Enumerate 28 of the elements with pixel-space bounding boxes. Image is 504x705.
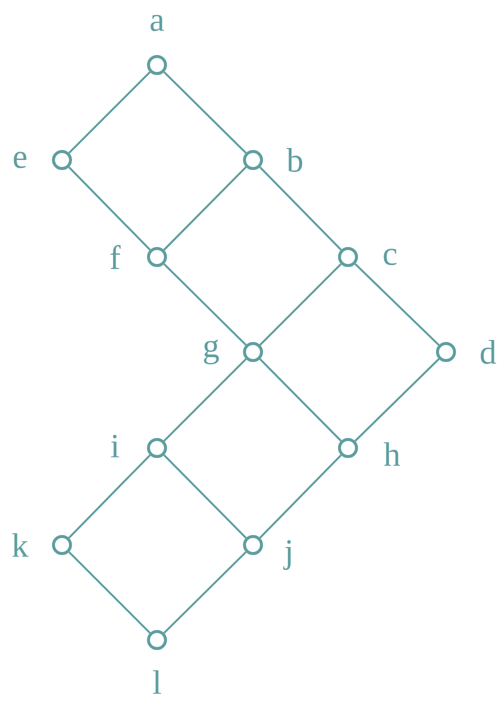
vertex-label: k	[12, 533, 28, 557]
vertex-label: d	[480, 340, 496, 364]
vertex-label: i	[111, 434, 120, 458]
edge-line	[68, 166, 151, 251]
vertex-label: a	[150, 14, 164, 32]
vertex-label: h	[384, 442, 400, 466]
edge-line	[259, 166, 342, 251]
vertex-label: c	[384, 248, 396, 266]
vertex-label: l	[152, 670, 162, 694]
edge-line	[163, 263, 247, 346]
vertex-label: j	[283, 540, 291, 570]
vertex-label: g	[204, 340, 219, 364]
edge-line	[68, 71, 151, 154]
edge-line	[259, 358, 342, 442]
edge-line	[354, 263, 440, 346]
edge-line	[163, 71, 247, 154]
edge-line	[354, 358, 440, 442]
vertex-label: f	[110, 245, 121, 269]
edge-line	[163, 358, 247, 442]
edge-line	[68, 454, 151, 539]
edge-line	[163, 551, 247, 634]
vertex-label: e	[14, 152, 26, 168]
edge-line	[259, 263, 342, 346]
edge-line	[163, 166, 247, 251]
edge-line	[259, 454, 342, 539]
edge-line	[163, 454, 247, 539]
edge-line	[68, 551, 151, 634]
vertex-label: b	[286, 148, 302, 172]
